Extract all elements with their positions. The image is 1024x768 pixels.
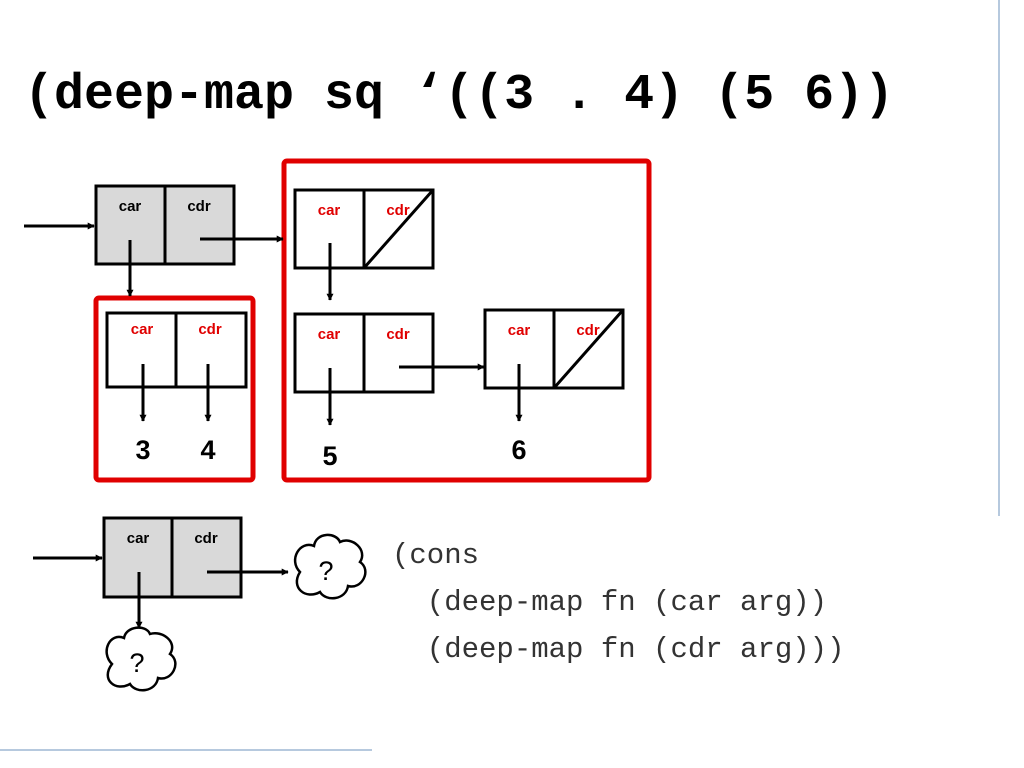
root-cons-cell: car cdr [94, 184, 236, 266]
root-cdr-label: cdr [187, 198, 211, 215]
cloud-unknown-cdr: ? [318, 556, 333, 586]
generic-cdr-label: cdr [194, 530, 218, 547]
generic-cons-cell: car cdr [102, 516, 243, 599]
list-cell-5: car cdr [293, 312, 435, 394]
slide-right-border [998, 0, 1000, 516]
value-6: 6 [511, 435, 526, 465]
list-outer-car-label: car [318, 202, 341, 219]
code-line: (deep-map fn (cdr arg))) [392, 633, 845, 666]
list-cell-6: car cdr [483, 308, 625, 390]
cell-6-nil-slash [552, 309, 625, 389]
code-line: (deep-map fn (car arg)) [392, 586, 828, 619]
list-outer-cdr-label: cdr [386, 202, 410, 219]
pair-car-label: car [131, 321, 154, 338]
cell-6-cdr-label: cdr [576, 322, 600, 339]
list-outer-nil-slash [362, 189, 435, 269]
cell-6-car-label: car [508, 322, 531, 339]
pair-cons-cell: car cdr [105, 311, 248, 389]
slide-bottom-border [0, 749, 372, 751]
cloud-icon: ? [293, 533, 367, 600]
slide-title: (deep-map sq ‘((3 . 4) (5 6)) [24, 67, 895, 124]
code-line: (cons [392, 539, 480, 572]
value-4: 4 [200, 435, 215, 465]
cell-5-car-label: car [318, 326, 341, 343]
value-3: 3 [135, 435, 150, 465]
generic-car-label: car [127, 530, 150, 547]
value-5: 5 [322, 441, 337, 471]
cloud-icon: ? [105, 626, 177, 692]
cell-5-cdr-label: cdr [386, 326, 410, 343]
list-outer-cell: car cdr [293, 188, 435, 270]
root-car-label: car [119, 198, 142, 215]
pair-cdr-label: cdr [198, 321, 222, 338]
highlight-box-left [93, 295, 256, 483]
cloud-unknown-car: ? [129, 648, 144, 678]
code-snippet: (cons (deep-map fn (car arg)) (deep-map … [392, 532, 844, 673]
highlight-box-right [281, 158, 652, 483]
